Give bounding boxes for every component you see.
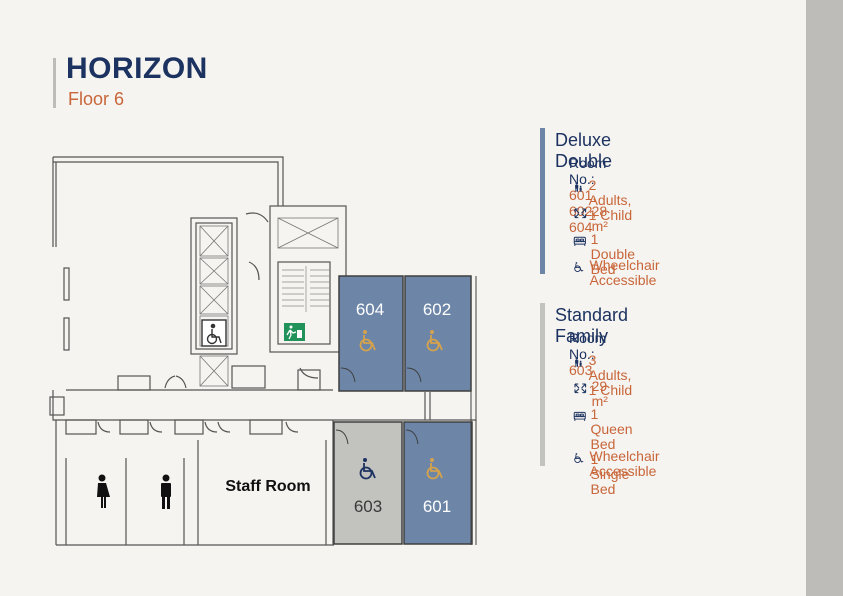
- elevator-wheelchair-icon: [201, 319, 227, 347]
- legend-deluxe-bed: 1 Double Bed: [573, 232, 643, 277]
- legend-deluxe-bar: [540, 128, 545, 274]
- legend-deluxe-occupancy: 2 Adults, 1 Child: [573, 178, 642, 223]
- size-text: 29 m²: [591, 378, 608, 409]
- female-toilet-icon: [97, 474, 110, 508]
- bed-line-1: 1 Double Bed: [590, 231, 636, 277]
- legend-deluxe-name: Deluxe Double: [555, 130, 613, 171]
- bed-icon: [573, 236, 586, 246]
- floor-subtitle: Floor 6: [68, 89, 125, 109]
- room-604-area[interactable]: [338, 275, 404, 392]
- room-604-wheelchair-icon: [359, 330, 376, 352]
- size-text: 28 m²: [591, 203, 608, 234]
- legend-deluxe-size: 28 m²: [573, 204, 615, 234]
- legend-standard-room-numbers: Room No.: 603: [569, 330, 606, 378]
- bed-line-1: 1 Queen Bed: [590, 406, 633, 452]
- bed-text: 1 Double Bed: [591, 232, 644, 277]
- title-accent-bar: [53, 58, 56, 108]
- room-601-area[interactable]: [403, 421, 473, 545]
- legend-deluxe-room-numbers: Room No.: 601, 602, 604: [569, 155, 606, 235]
- wheelchair-icon: [574, 262, 584, 272]
- right-edge-strip: [806, 0, 843, 596]
- expand-arrows-icon: [574, 383, 587, 394]
- family-icon: [575, 182, 582, 192]
- page-title: HORIZON: [66, 52, 208, 85]
- room-no-values: 603: [569, 362, 593, 378]
- room-603-area[interactable]: [333, 421, 403, 545]
- accessibility-text: Wheelchair Accessible: [589, 257, 660, 288]
- room-602-wheelchair-icon: [426, 330, 443, 352]
- male-toilet-icon: [161, 474, 171, 509]
- emergency-exit-icon: [284, 323, 305, 341]
- legend-standard-accessibility: Wheelchair Accessible: [573, 449, 669, 479]
- legend-standard-bar: [540, 303, 545, 466]
- bed-icon: [573, 411, 586, 421]
- accessibility-text: Wheelchair Accessible: [589, 448, 660, 479]
- legend-standard-size: 29 m²: [573, 379, 615, 409]
- expand-arrows-icon: [574, 208, 587, 219]
- legend-standard-occupancy: 3 Adults, 1 Child: [573, 353, 642, 398]
- room-604-number: 604: [356, 300, 384, 319]
- room-602-area[interactable]: [404, 275, 472, 392]
- legend-deluxe-accessibility: Wheelchair Accessible: [573, 258, 669, 288]
- occupancy-text: 3 Adults, 1 Child: [588, 352, 633, 398]
- room-601-wheelchair-icon: [426, 458, 443, 480]
- room-603-number: 603: [354, 497, 382, 516]
- room-601-number: 601: [423, 497, 451, 516]
- room-no-label: Room No.:: [569, 155, 607, 187]
- wheelchair-icon: [574, 453, 584, 463]
- room-no-label: Room No.:: [569, 330, 607, 362]
- staff-room-label: Staff Room: [225, 478, 310, 495]
- legend-standard-name: Standard Family: [555, 305, 629, 346]
- occupancy-text: 2 Adults, 1 Child: [588, 177, 633, 223]
- bed-line-2: 1 Single Bed: [590, 451, 630, 497]
- family-icon: [575, 357, 582, 367]
- room-602-number: 602: [423, 300, 451, 319]
- room-603-wheelchair-icon: [359, 458, 376, 480]
